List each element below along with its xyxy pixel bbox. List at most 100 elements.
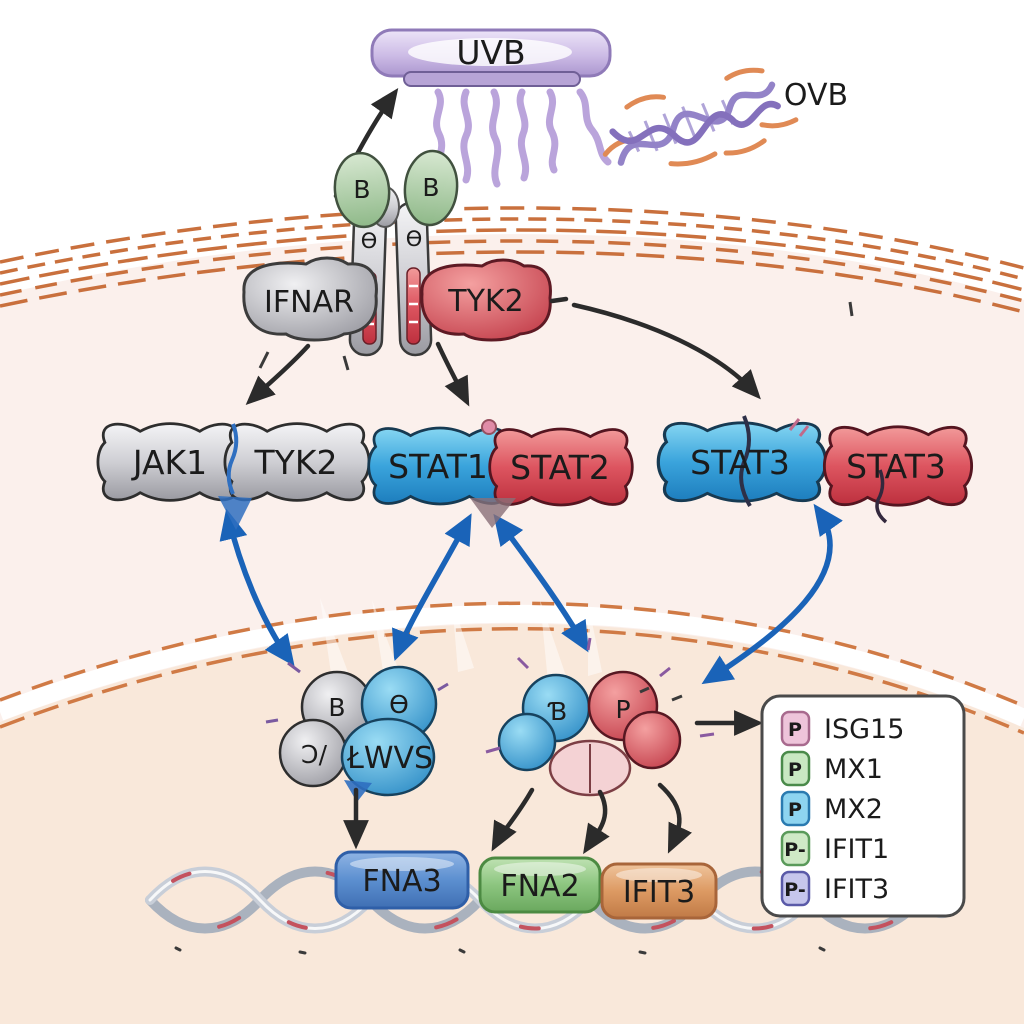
ifit3-gene-label: IFIT3 bbox=[623, 875, 695, 910]
dna-strand-b bbox=[609, 100, 781, 146]
arrow-to-stat1-stat2 bbox=[435, 341, 470, 407]
dark-squiggle bbox=[739, 415, 752, 508]
dash-segment bbox=[549, 296, 569, 304]
pill-highlight bbox=[616, 868, 702, 882]
cell-membrane bbox=[0, 206, 1024, 314]
isg-item-ifit1: P- IFIT1 bbox=[780, 830, 889, 867]
p-icon bbox=[780, 870, 811, 907]
mx1-label: MX1 bbox=[824, 754, 883, 785]
tick-mark bbox=[848, 301, 854, 317]
ifit3-box-label: IFIT3 bbox=[824, 874, 889, 905]
receptor-head-left-glyph: B bbox=[353, 175, 370, 204]
uvb-lamp-highlight bbox=[408, 38, 572, 66]
streak bbox=[588, 602, 602, 676]
arrow-to-dna-mid bbox=[583, 789, 610, 855]
fna2-label: FNA2 bbox=[500, 869, 579, 904]
uvb-label: UVB bbox=[456, 33, 525, 72]
nuclear-membrane-inner bbox=[0, 627, 1024, 735]
membrane-line-5 bbox=[0, 250, 1024, 314]
gene-pill-ifit3: IFIT3 bbox=[600, 862, 718, 920]
uv-ray-icon bbox=[460, 88, 472, 184]
dna-debris-dots bbox=[174, 946, 826, 955]
transcription-complex-left: B Ɵ Ɔ/ ŁWVS bbox=[265, 661, 449, 802]
uv-ray-icon bbox=[576, 88, 612, 166]
pill-highlight bbox=[494, 862, 586, 876]
arrow-to-stat3-pair bbox=[571, 302, 761, 400]
dark-squiggle bbox=[875, 469, 888, 524]
streak bbox=[320, 598, 354, 694]
ifnar-label: IFNAR bbox=[264, 285, 354, 320]
ovb-label: OVB bbox=[784, 78, 848, 113]
isg-item-mx2: P MX2 bbox=[780, 790, 883, 827]
uv-ray-icon bbox=[489, 88, 502, 188]
transcription-complex-right: Ɓ P bbox=[485, 637, 715, 797]
p-icon bbox=[780, 830, 811, 867]
ifnar-shape bbox=[242, 256, 378, 342]
junction-fan bbox=[470, 498, 516, 528]
squiggle-icon bbox=[668, 151, 718, 167]
receptor-stem-right-glyph: Ɵ bbox=[406, 227, 423, 251]
tick-mark bbox=[671, 694, 683, 702]
sparkle-marks bbox=[788, 418, 810, 437]
squiggle-icon bbox=[724, 67, 765, 81]
phospho-dot bbox=[481, 419, 497, 435]
debris-marks bbox=[258, 301, 854, 702]
isg-item-ifit3: P- IFIT3 bbox=[780, 870, 889, 907]
squiggle-icon bbox=[624, 94, 667, 110]
streak bbox=[452, 600, 474, 672]
phospho-squiggle bbox=[226, 423, 239, 495]
tick-mark bbox=[639, 686, 650, 694]
membrane-line-2 bbox=[0, 217, 1024, 281]
tyk2-shape bbox=[420, 258, 552, 342]
p-icon-label: P bbox=[788, 759, 802, 781]
pill-highlight bbox=[350, 857, 454, 871]
red-lobe bbox=[622, 710, 682, 770]
tyk2-blob: TYK2 bbox=[420, 258, 552, 342]
dna-strand-a bbox=[617, 81, 776, 166]
ifnar-blob: IFNAR bbox=[242, 256, 378, 342]
arrow-to-jak1-tyk2 bbox=[245, 343, 311, 405]
sparkle-marks bbox=[485, 637, 715, 754]
isg-box: P ISG15 P MX1 P MX2 P- IFIT1 P- IFIT3 bbox=[760, 694, 966, 918]
stat3-blue-label: STAT3 bbox=[690, 443, 790, 482]
isg-item-isg15: P ISG15 bbox=[780, 710, 904, 747]
blue-arrow-jak-complex bbox=[219, 508, 295, 667]
blue-arrow-stat12-left-complex bbox=[392, 513, 472, 662]
ifit1-label: IFIT1 bbox=[824, 834, 889, 865]
gene-arrows bbox=[343, 710, 764, 855]
dimer-stat1-stat2: STAT1 STAT2 bbox=[367, 419, 634, 528]
p-icon-label: P bbox=[788, 719, 802, 741]
gene-pill-fna2: FNA2 bbox=[478, 856, 602, 914]
p-icon-label: P- bbox=[784, 879, 805, 901]
complex-left-glyph-2: Ɵ bbox=[389, 690, 409, 719]
dimer-jak1-tyk2: JAK1 TYK2 bbox=[96, 422, 371, 530]
blue-lobe bbox=[497, 712, 557, 772]
complex-left-glyph-3: Ɔ/ bbox=[301, 740, 328, 769]
ifit3-pill bbox=[600, 862, 718, 920]
arrow-to-ifit3 bbox=[657, 782, 692, 854]
tick-mark bbox=[342, 355, 350, 371]
p-icon bbox=[780, 750, 811, 787]
complex-left-glyph-1: B bbox=[328, 693, 345, 722]
uvb-lamp-base bbox=[403, 71, 581, 87]
dna-accent-red-2 bbox=[148, 869, 922, 931]
squiggle-icon bbox=[723, 138, 767, 156]
jak1-label: JAK1 bbox=[131, 443, 207, 482]
dna-fragment bbox=[602, 67, 799, 167]
dimer-stat3-pair: STAT3 STAT3 bbox=[656, 415, 974, 524]
complex-right-glyph-blue: Ɓ bbox=[547, 697, 567, 726]
p-icon bbox=[780, 790, 811, 827]
fna3-pill bbox=[334, 850, 470, 910]
receptor-head-left bbox=[333, 151, 391, 229]
receptor-head-right bbox=[403, 149, 459, 227]
p-icon-label: P- bbox=[784, 839, 805, 861]
membrane-line-4 bbox=[0, 239, 1024, 303]
isg15-label: ISG15 bbox=[824, 714, 904, 745]
stat3-red-label: STAT3 bbox=[846, 447, 946, 486]
complex-right-glyph-red: P bbox=[615, 695, 630, 724]
tick-mark bbox=[258, 351, 270, 369]
fna2-pill bbox=[478, 856, 602, 914]
fna3-label: FNA3 bbox=[362, 864, 441, 899]
